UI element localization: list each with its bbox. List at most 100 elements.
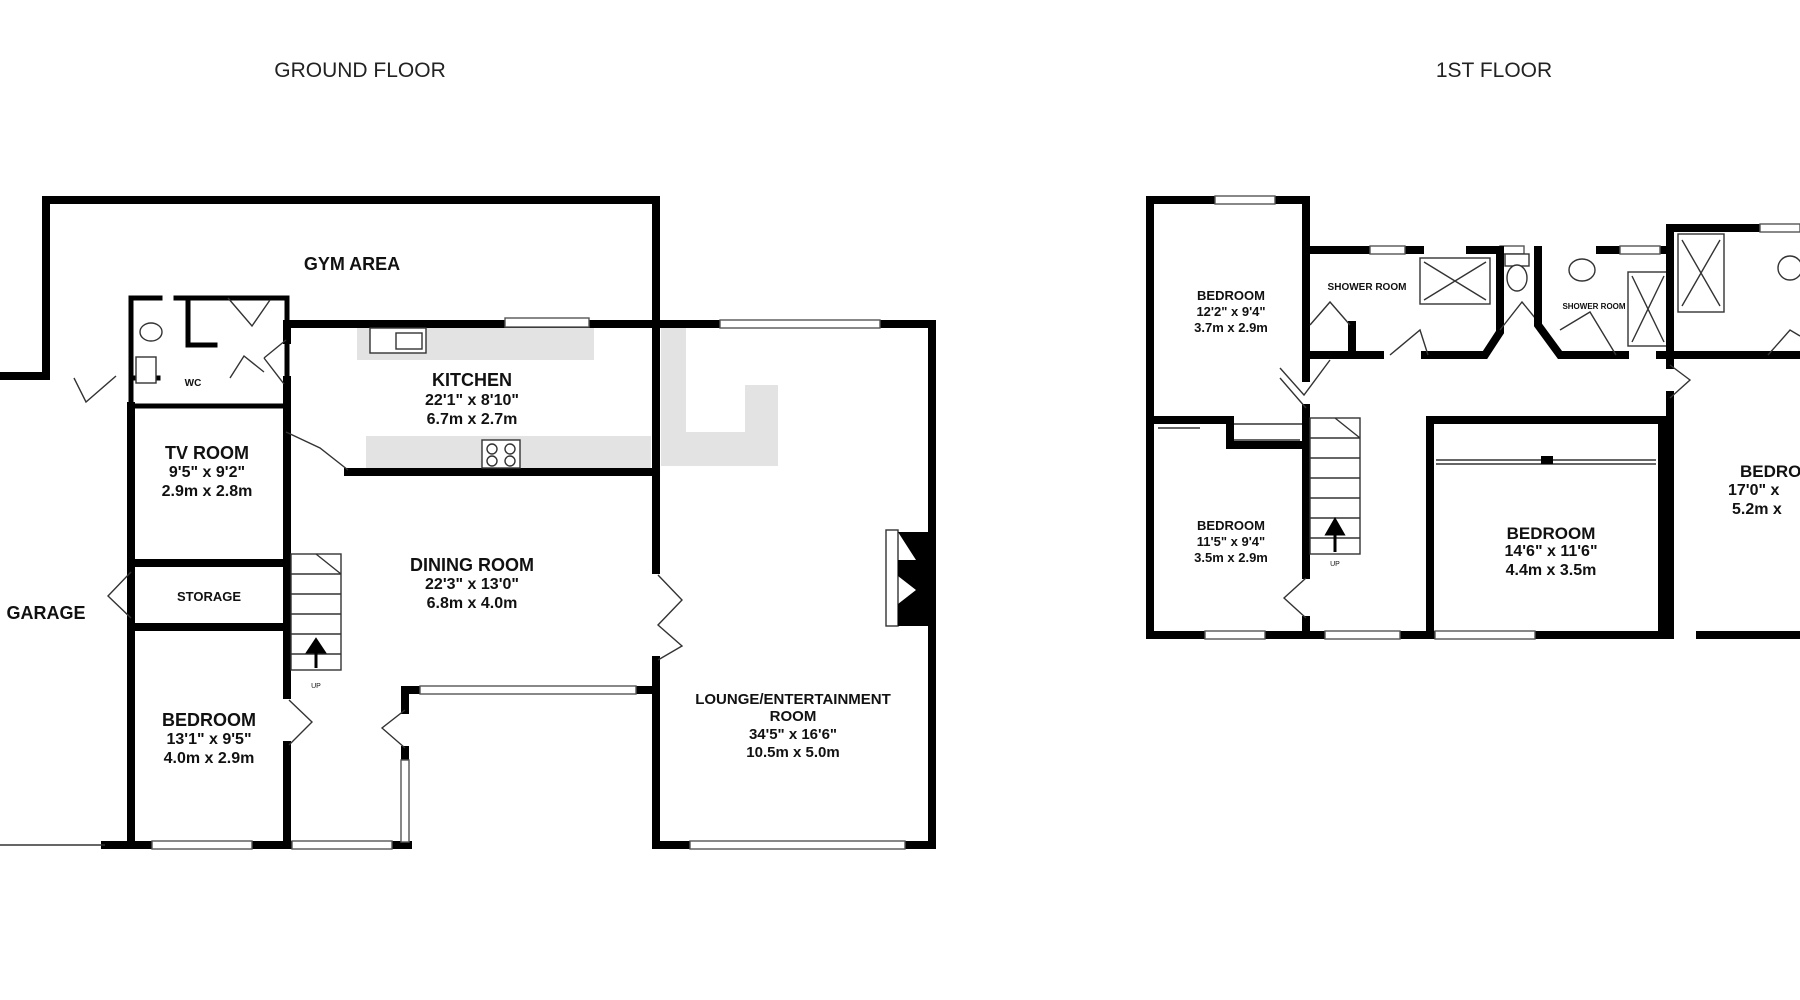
ff-bedroom2-imperial-dimensions: 11'5" x 9'4" (1197, 534, 1265, 549)
lounge-metric-dimensions: 10.5m x 5.0m (746, 744, 839, 761)
lounge-double-door (656, 574, 684, 661)
kitchen-door-swing (263, 339, 287, 385)
fireplace (898, 532, 928, 626)
wc-top-wall (128, 295, 290, 409)
lounge-north-window (719, 319, 881, 329)
lounge-outer-wall (652, 320, 936, 849)
ff-bedroom3-window (1434, 630, 1536, 640)
kitchen-metric-dimensions: 6.7m x 2.7m (427, 411, 518, 428)
gym-outer-wall (0, 196, 660, 380)
lounge-imperial-dimensions: 34'5" x 16'6" (749, 726, 837, 743)
ff-landing-window (1324, 630, 1401, 640)
ff-shower3-window (1619, 245, 1661, 255)
gym-area-label: GYM AREA (304, 254, 400, 274)
first-floor-title: 1ST FLOOR (1436, 59, 1552, 82)
storage-door-swing (107, 571, 132, 619)
ff-wc-toilet (1506, 264, 1528, 292)
wc-door-swing-1 (227, 297, 271, 328)
ff-bedroom3-side-walls (1426, 416, 1666, 639)
hob-ring-4 (504, 455, 516, 467)
dining-window (291, 840, 393, 850)
bedroom-door-swing (288, 699, 314, 746)
sink-bowl (395, 332, 423, 350)
ff-shower2-tray-lines (1631, 275, 1665, 343)
ff-shower2-door (1559, 311, 1617, 356)
ff-bedroom1-imperial-dimensions: 12'2" x 9'4" (1196, 304, 1265, 319)
ff-shower2-basin (1568, 258, 1596, 282)
ff-stair-label: UP (1330, 561, 1340, 568)
wc-inner-wall (185, 295, 218, 348)
ff-shower1-door (1389, 328, 1429, 356)
hob-ring-3 (486, 455, 498, 467)
ff-ensuite-window (1759, 223, 1800, 233)
wc-label: WC (185, 378, 202, 389)
ff-ensuite-door (1767, 329, 1800, 356)
ff-bedroom3-imperial-dimensions: 14'6" x 11'6" (1504, 543, 1597, 560)
wc-door-swing-2 (229, 354, 265, 379)
ff-bedroom2-metric-dimensions: 3.5m x 2.9m (1194, 550, 1268, 565)
kitchen-window (504, 317, 590, 328)
ff-bedroom2-window (1204, 630, 1266, 640)
ff-wc-cistern (1504, 253, 1530, 267)
ff-bedroom4-door (1669, 364, 1692, 399)
tv-room-imperial-dimensions: 9'5" x 9'2" (169, 464, 245, 481)
kitchen-imperial-dimensions: 22'1" x 8'10" (425, 392, 519, 409)
kitchen-label: KITCHEN (432, 370, 512, 390)
first-floor-plan: UP (1146, 195, 1800, 640)
ff-ensuite-shower-lines (1681, 239, 1721, 307)
ff-shower-room-1-label: SHOWER ROOM (1328, 282, 1407, 293)
fireplace-hearth (885, 529, 899, 627)
ff-bedroom1-metric-dimensions: 3.7m x 2.9m (1194, 320, 1268, 335)
lounge-label: LOUNGE/ENTERTAINMENT (695, 691, 891, 708)
storage-label: STORAGE (177, 589, 241, 604)
tv-room-metric-dimensions: 2.9m x 2.8m (162, 483, 253, 500)
lounge-label-line-2: ROOM (770, 708, 817, 725)
ff-bedroom1-window (1214, 195, 1276, 205)
dining-room-imperial-dimensions: 22'3" x 13'0" (425, 576, 519, 593)
hob-ring-2 (504, 443, 516, 455)
ff-ensuite-basin (1777, 255, 1800, 281)
ff-wardrobe-line (1234, 423, 1302, 441)
ff-bedroom2-door (1282, 577, 1307, 619)
garage-label: GARAGE (6, 603, 85, 623)
ground-bedroom-metric-dimensions: 4.0m x 2.9m (164, 750, 255, 767)
ff-bedroom1-east-wall (1146, 246, 1310, 449)
garage-door-swing (73, 375, 117, 404)
tv-room-label: TV ROOM (165, 443, 249, 463)
ff-shower1-window (1369, 245, 1406, 255)
ff-bedroom3-metric-dimensions: 4.4m x 3.5m (1506, 562, 1597, 579)
bay-window (419, 685, 637, 695)
ff-bedroom4-label: BEDROOM (1740, 462, 1800, 481)
ff-bedroom1-top-wall (1146, 196, 1310, 254)
wc-wall (128, 295, 290, 409)
wc-toilet (139, 322, 163, 342)
ff-shower1-tray-lines (1423, 261, 1487, 301)
wc-basin (135, 356, 157, 384)
ff-shower1-cupboard-door (1309, 300, 1351, 326)
ff-shower-room-2-label: SHOWER ROOM (1562, 302, 1625, 311)
ff-stair-up-arrow-icon (1324, 516, 1346, 552)
bay-side-window (400, 759, 410, 843)
ground-bedroom-imperial-dimensions: 13'1" x 9'5" (166, 731, 251, 748)
ff-bedroom3-label: BEDROOM (1507, 524, 1596, 543)
ff-shower1-bottom-wall (1302, 246, 1504, 359)
stair-treads (291, 553, 342, 655)
ff-landing-door-left (1279, 359, 1331, 397)
lounge-bar-counter (661, 328, 778, 466)
ff-wardrobe-divider (1541, 456, 1553, 464)
stair-up-arrow-icon (305, 637, 327, 668)
bedroom-window (151, 840, 253, 850)
dining-room-metric-dimensions: 6.8m x 4.0m (427, 595, 518, 612)
ground-stair-label: UP (311, 683, 321, 690)
ff-outer-wall (1146, 196, 1800, 639)
ff-bedroom1-door (1158, 377, 1307, 429)
bay-door-swing (380, 709, 406, 749)
ground-floor-plan: UP (0, 196, 936, 850)
ground-bedroom-label: BEDROOM (162, 710, 256, 730)
ff-bedroom4-metric-dimensions: 5.2m x (1732, 501, 1782, 518)
hob-ring-1 (486, 443, 498, 455)
dining-room-label: DINING ROOM (410, 555, 534, 575)
lounge-south-window (689, 840, 906, 850)
ff-bedroom4-imperial-dimensions: 17'0" x (1728, 482, 1780, 499)
